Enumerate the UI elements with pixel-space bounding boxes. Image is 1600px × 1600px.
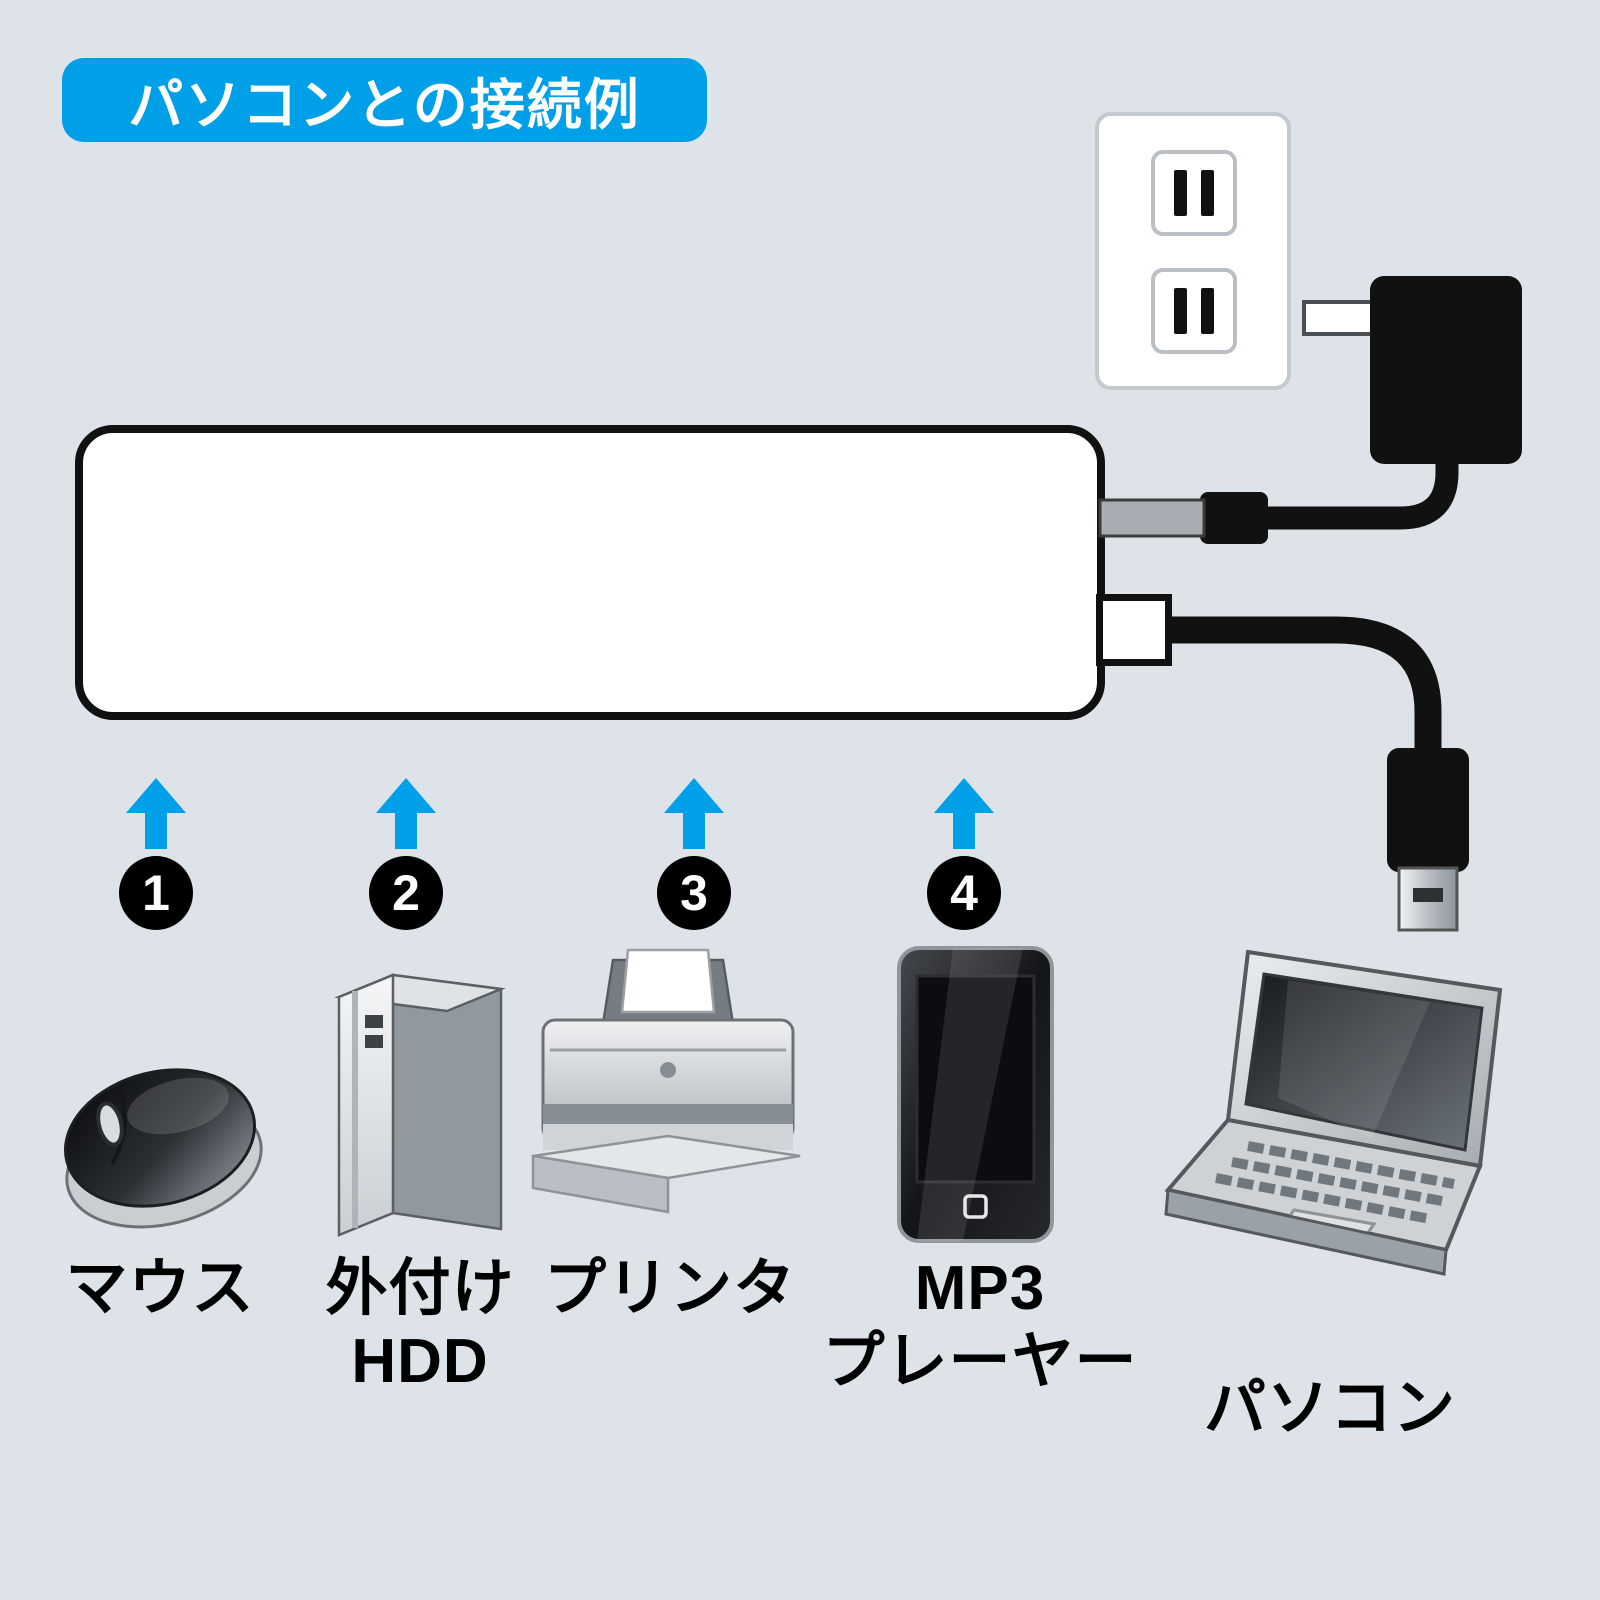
outlet-slot: [1174, 288, 1187, 334]
title-badge: パソコンとの接続例: [62, 58, 707, 142]
wall-outlet-icon: [1095, 112, 1291, 390]
mp3-gloss: [917, 948, 1023, 1241]
mp3-player-icon: [897, 946, 1054, 1243]
port-number-label: 3: [680, 865, 708, 921]
laptop-key-row: [1215, 1173, 1431, 1224]
power-plug-tip: [1098, 498, 1206, 538]
port-number-4: 4: [927, 856, 1001, 930]
arrow-head: [664, 778, 724, 813]
laptop-icon: [1164, 949, 1503, 1276]
printer-button: [660, 1062, 676, 1078]
arrow-up-1: [126, 778, 186, 850]
outlet-slot: [1201, 288, 1214, 334]
laptop-display-glare: [1278, 980, 1430, 1138]
usb-plug-shield: [1397, 866, 1459, 932]
arrow-head: [934, 778, 994, 813]
arrow-shaft: [395, 813, 417, 849]
title-badge-label: パソコンとの接続例: [128, 74, 641, 136]
printer-paper: [620, 948, 716, 1014]
hdd-front: [337, 973, 395, 1237]
printer-tray-front: [531, 1154, 670, 1214]
arrow-shaft: [683, 813, 705, 849]
arrow-head: [376, 778, 436, 813]
arrow-up-2: [376, 778, 436, 850]
arrow-shaft: [953, 813, 975, 849]
port-number-label: 4: [950, 865, 978, 921]
arrow-up-3: [664, 778, 724, 850]
label-line: パソコン: [1203, 1374, 1456, 1443]
laptop-key-row: [1231, 1157, 1443, 1206]
arrow-shaft: [145, 813, 167, 849]
outlet-slot: [1201, 170, 1214, 216]
hdd-vent: [365, 1015, 383, 1028]
outlet-socket-top: [1151, 150, 1237, 236]
usb-cable: [1144, 616, 1442, 766]
label-printer: プリンタ: [540, 1252, 800, 1325]
mp3-home-button: [963, 1194, 988, 1219]
mouse-button-split: [110, 1089, 127, 1166]
port-number-2: 2: [369, 856, 443, 930]
printer-band: [543, 1104, 793, 1126]
port-number-label: 1: [142, 865, 170, 921]
ac-adapter-icon: [1370, 276, 1522, 464]
port-number-label: 2: [392, 865, 420, 921]
port-number-1: 1: [119, 856, 193, 930]
usb-plug-body: [1387, 748, 1469, 872]
mouse-highlight: [127, 1077, 229, 1135]
label-line: プリンタ: [543, 1254, 796, 1323]
usb-plug-slot: [1413, 888, 1443, 902]
external-hdd-icon: [334, 973, 506, 1237]
mp3-screen: [915, 974, 1036, 1184]
printer-icon: [531, 948, 801, 1214]
label-line: マウス: [65, 1254, 255, 1323]
label-line: 外付け: [325, 1254, 515, 1323]
label-mouse: マウス: [18, 1252, 302, 1325]
laptop-key-row: [1247, 1141, 1455, 1189]
arrow-head: [126, 778, 186, 813]
hdd-side: [391, 973, 503, 1231]
arrow-up-4: [934, 778, 994, 850]
mouse-icon: [63, 1068, 263, 1229]
power-plug-body: [1200, 492, 1268, 544]
usb-hub-body: [75, 425, 1105, 720]
label-line: プレーヤー: [822, 1327, 1138, 1397]
hdd-vent: [365, 1035, 383, 1048]
outlet-slot: [1174, 170, 1187, 216]
label-external-hdd: 外付け HDD: [290, 1252, 550, 1398]
mouse-wheel: [96, 1101, 124, 1147]
label-mp3-player: MP3 プレーヤー: [808, 1252, 1152, 1398]
laptop-front-edge: [1164, 1188, 1448, 1276]
label-line: HDD: [351, 1327, 489, 1397]
port-number-3: 3: [657, 856, 731, 930]
hub-usb-connector: [1096, 594, 1172, 666]
outlet-socket-bottom: [1151, 268, 1237, 354]
adapter-prong: [1302, 300, 1374, 336]
label-computer: パソコン: [1158, 1372, 1502, 1445]
laptop-display: [1244, 972, 1484, 1152]
label-line: MP3: [914, 1254, 1046, 1323]
